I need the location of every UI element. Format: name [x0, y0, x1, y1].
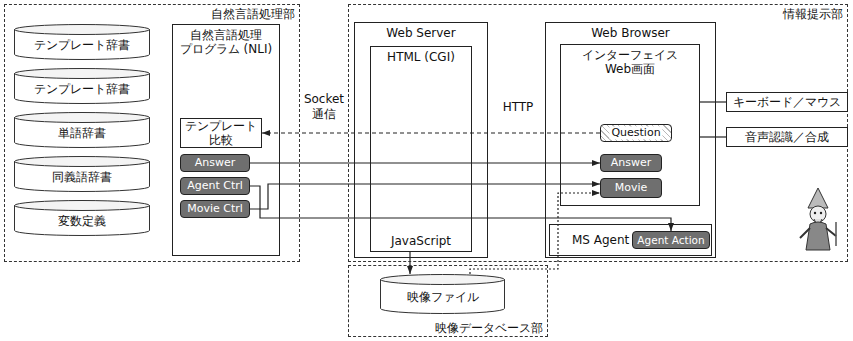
region-title: 自然言語処理部	[211, 7, 295, 21]
cylinder-top	[15, 201, 150, 211]
connection-label: Socket 通信	[302, 92, 346, 122]
database-cylinder: 同義語辞書	[14, 156, 150, 192]
input-label: Question	[609, 126, 662, 139]
database-label: 映像ファイル	[407, 290, 479, 304]
box-label: Web Browser	[591, 26, 670, 40]
region-title: 映像データベース部	[435, 321, 543, 335]
module-box: Movie	[600, 178, 662, 198]
component-box: インターフェイス Web画面 QuestionAnswerMovie	[560, 44, 700, 206]
connector-arrow	[250, 184, 600, 209]
subsystem-region: 自然言語処理部テンプレート辞書テンプレート辞書単語辞書同義語辞書変数定義 自然言語…	[4, 4, 300, 262]
region-title: 情報提示部	[783, 7, 843, 21]
component-box: テンプレート 比較	[180, 118, 262, 148]
module-label: Answer	[195, 156, 236, 169]
module-label: Answer	[611, 156, 652, 169]
database-label: テンプレート辞書	[34, 82, 130, 96]
component-box: キーボード／マウス	[726, 92, 848, 112]
agent-character	[792, 186, 844, 254]
module-label: Agent Ctrl	[187, 179, 243, 192]
box-label: キーボード／マウス	[733, 95, 841, 109]
database-label: 同義語辞書	[52, 170, 112, 184]
module-box: Answer	[180, 154, 250, 172]
connector-arrow	[700, 101, 726, 102]
connector-arrow	[409, 252, 410, 274]
box-label: MS Agent	[572, 233, 629, 247]
cylinder-top	[381, 275, 505, 285]
box-label: Web Server	[386, 26, 455, 40]
box-label: 自然言語処理 プログラム (NLI)	[178, 28, 274, 57]
database-cylinder: 変数定義	[14, 200, 150, 236]
database-cylinder: 映像ファイル	[380, 274, 505, 314]
box-label: インターフェイス Web画面	[570, 48, 690, 77]
subsystem-region: 映像データベース部 映像ファイル	[348, 265, 548, 337]
component-box: 自然言語処理 プログラム (NLI) テンプレート 比較 AnswerAgent C…	[172, 24, 280, 256]
cylinder-top	[15, 25, 150, 35]
connector-arrow	[250, 162, 600, 163]
cylinder-top	[15, 157, 150, 167]
component-box: 音声認識／合成	[726, 127, 848, 147]
cylinder-top	[15, 69, 150, 79]
connector-arrow	[700, 136, 726, 137]
component-box: Web ServerHTML (CGI) JavaScript	[354, 22, 488, 258]
module-box: Movie Ctrl	[180, 200, 250, 218]
component-box: HTML (CGI) JavaScript	[370, 46, 472, 252]
box-label: JavaScript	[391, 234, 451, 248]
database-cylinder: 単語辞書	[14, 112, 150, 148]
module-label: Agent Action	[637, 234, 704, 247]
input-box: Question	[600, 124, 672, 142]
module-label: Movie Ctrl	[187, 202, 243, 215]
subsystem-region: 情報提示部 Web ServerHTML (CGI) JavaScript Web B…	[348, 4, 848, 262]
module-box: Answer	[600, 154, 662, 172]
cylinder-top	[15, 113, 150, 123]
connection-label: HTTP	[496, 100, 540, 115]
box-label: 音声認識／合成	[745, 130, 829, 144]
connector-arrow	[262, 132, 600, 133]
database-cylinder: テンプレート辞書	[14, 68, 150, 104]
component-box: MS Agent Agent Action	[549, 224, 712, 256]
database-cylinder: テンプレート辞書	[14, 24, 150, 60]
module-box: Agent Ctrl	[180, 177, 250, 195]
module-box: Agent Action	[632, 231, 710, 249]
database-label: テンプレート辞書	[34, 38, 130, 52]
database-label: 変数定義	[58, 214, 106, 228]
module-label: Movie	[615, 181, 648, 194]
box-label: HTML (CGI)	[387, 50, 455, 64]
component-box: Web Browser インターフェイス Web画面 QuestionAnswerM…	[545, 22, 716, 258]
database-label: 単語辞書	[58, 126, 106, 140]
box-label: テンプレート 比較	[183, 119, 259, 148]
